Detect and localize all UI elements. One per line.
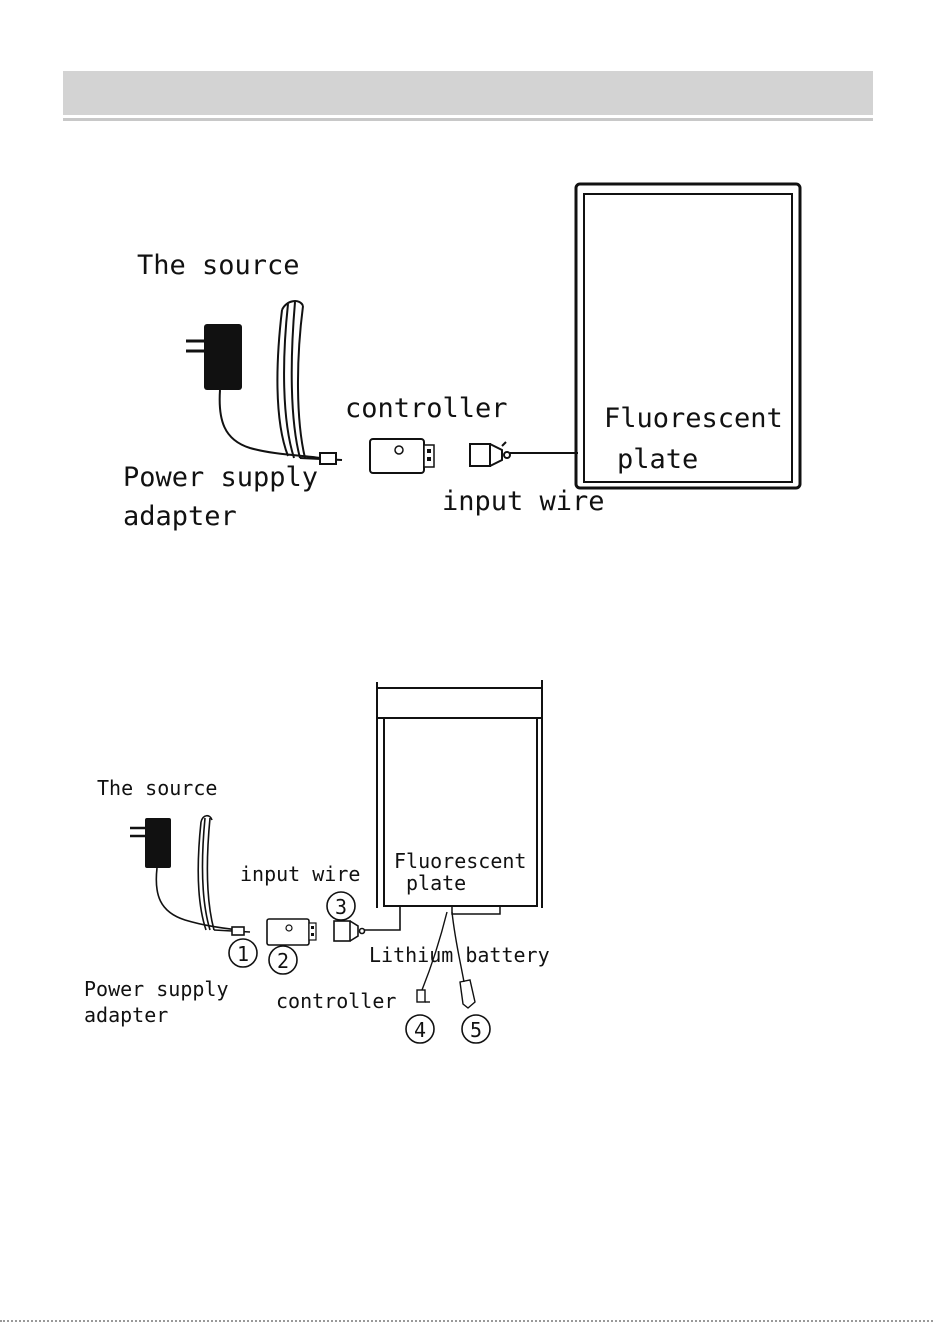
source-label-2: The source	[97, 776, 217, 800]
marker-4: 4	[412, 1018, 428, 1042]
marker-2: 2	[275, 949, 291, 973]
controller-label-2: controller	[276, 989, 396, 1013]
plate-label-2-line2: plate	[406, 871, 466, 895]
adapter-label-2-line2: adapter	[84, 1003, 168, 1027]
adapter-label-2-line1: Power supply	[84, 977, 229, 1001]
footer-dotted-rule	[0, 1320, 933, 1322]
marker-1: 1	[235, 942, 251, 966]
marker-3: 3	[333, 895, 349, 919]
marker-5: 5	[468, 1018, 484, 1042]
marker-circles	[229, 892, 490, 1043]
power-adapter-icon-2	[130, 818, 238, 930]
battery-label: Lithium battery	[369, 943, 550, 967]
plate-label-2-line1: Fluorescent	[394, 849, 526, 873]
input-wire-label-2: input wire	[240, 862, 360, 886]
controller-icon-2	[267, 919, 316, 945]
